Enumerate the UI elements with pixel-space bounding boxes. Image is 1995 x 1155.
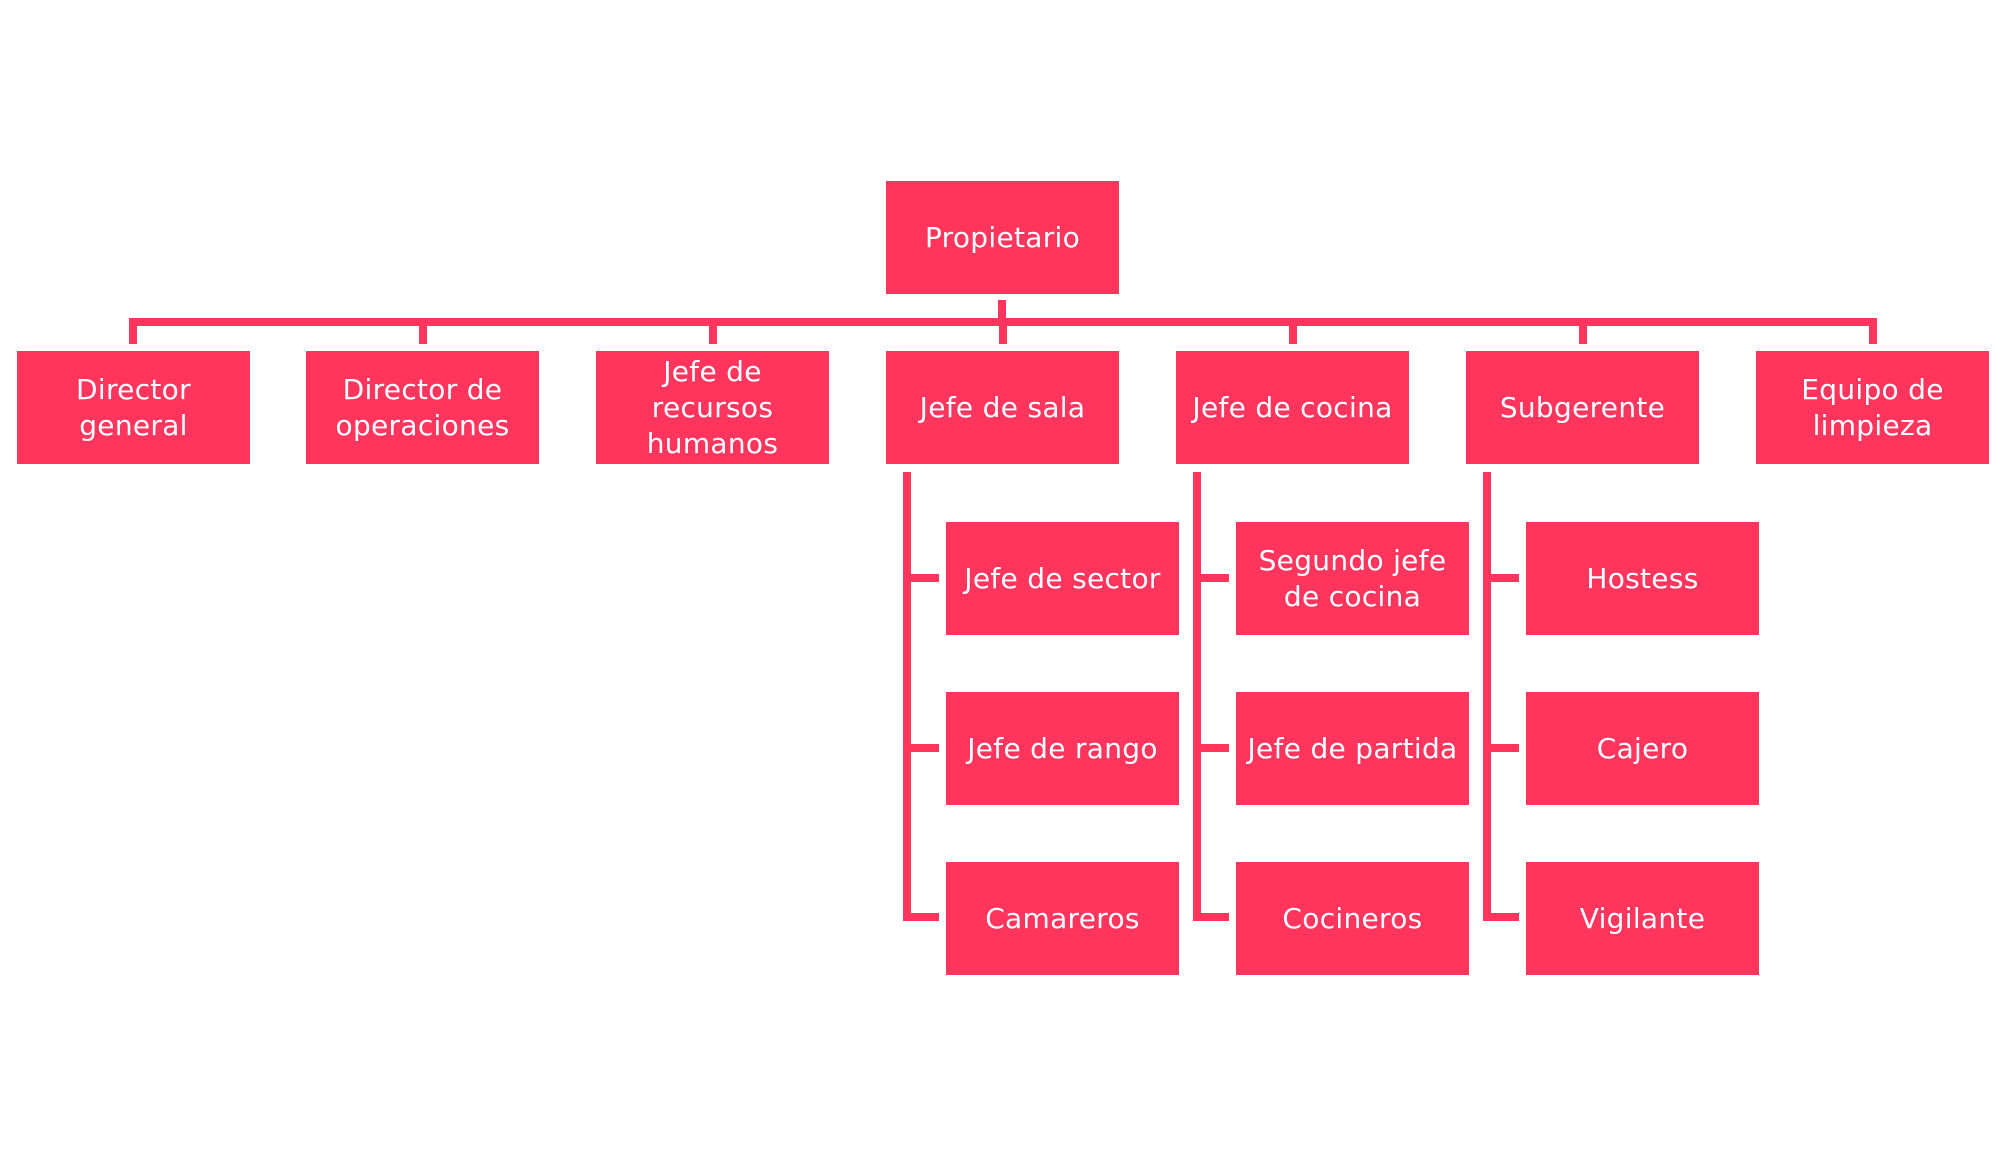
subgerente-tick-1 — [1483, 574, 1519, 582]
node-label: Segundo jefe de cocina — [1258, 543, 1447, 613]
node-label: Jefe de partida — [1247, 731, 1458, 765]
node-label: Director de operaciones — [335, 372, 510, 442]
cocina-tick-3 — [1193, 913, 1229, 921]
node-subgerente: Subgerente — [1466, 351, 1699, 464]
node-label: Cocineros — [1282, 901, 1423, 935]
node-label: Vigilante — [1579, 901, 1706, 935]
drop-subgerente — [1579, 318, 1587, 344]
node-jefe-sector: Jefe de sector — [946, 522, 1179, 635]
cocina-tick-2 — [1193, 744, 1229, 752]
drop-director-operaciones — [419, 318, 427, 344]
node-label: Jefe de recursos humanos — [646, 354, 779, 460]
node-label: Camareros — [985, 901, 1140, 935]
node-jefe-partida: Jefe de partida — [1236, 692, 1469, 805]
sala-vertical-line — [903, 472, 911, 921]
drop-director-general — [129, 318, 137, 344]
node-jefe-recursos-humanos: Jefe de recursos humanos — [596, 351, 829, 464]
subgerente-tick-3 — [1483, 913, 1519, 921]
subgerente-vertical-line — [1483, 472, 1491, 921]
node-label: Subgerente — [1499, 390, 1666, 424]
sala-tick-3 — [903, 913, 939, 921]
drop-jefe-cocina — [1289, 318, 1297, 344]
node-segundo-jefe-cocina: Segundo jefe de cocina — [1236, 522, 1469, 635]
node-label: Hostess — [1586, 561, 1699, 595]
node-propietario: Propietario — [886, 181, 1119, 294]
node-label: Propietario — [924, 220, 1081, 254]
cocina-tick-1 — [1193, 574, 1229, 582]
drop-jefe-sala — [999, 318, 1007, 344]
node-jefe-cocina: Jefe de cocina — [1176, 351, 1409, 464]
node-director-general: Director general — [17, 351, 250, 464]
node-cocineros: Cocineros — [1236, 862, 1469, 975]
root-drop-line — [998, 300, 1006, 322]
node-vigilante: Vigilante — [1526, 862, 1759, 975]
node-jefe-rango: Jefe de rango — [946, 692, 1179, 805]
node-cajero: Cajero — [1526, 692, 1759, 805]
node-camareros: Camareros — [946, 862, 1179, 975]
node-label: Cajero — [1596, 731, 1689, 765]
subgerente-tick-2 — [1483, 744, 1519, 752]
drop-jefe-rrhh — [709, 318, 717, 344]
node-jefe-sala: Jefe de sala — [886, 351, 1119, 464]
node-director-operaciones: Director de operaciones — [306, 351, 539, 464]
node-equipo-limpieza: Equipo de limpieza — [1756, 351, 1989, 464]
node-label: Equipo de limpieza — [1801, 372, 1944, 442]
sala-tick-1 — [903, 574, 939, 582]
node-label: Jefe de sala — [919, 390, 1086, 424]
node-label: Director general — [76, 372, 191, 442]
node-label: Jefe de rango — [967, 731, 1158, 765]
node-hostess: Hostess — [1526, 522, 1759, 635]
cocina-vertical-line — [1193, 472, 1201, 921]
node-label: Jefe de cocina — [1192, 390, 1393, 424]
node-label: Jefe de sector — [964, 561, 1161, 595]
drop-equipo-limpieza — [1869, 318, 1877, 344]
sala-tick-2 — [903, 744, 939, 752]
